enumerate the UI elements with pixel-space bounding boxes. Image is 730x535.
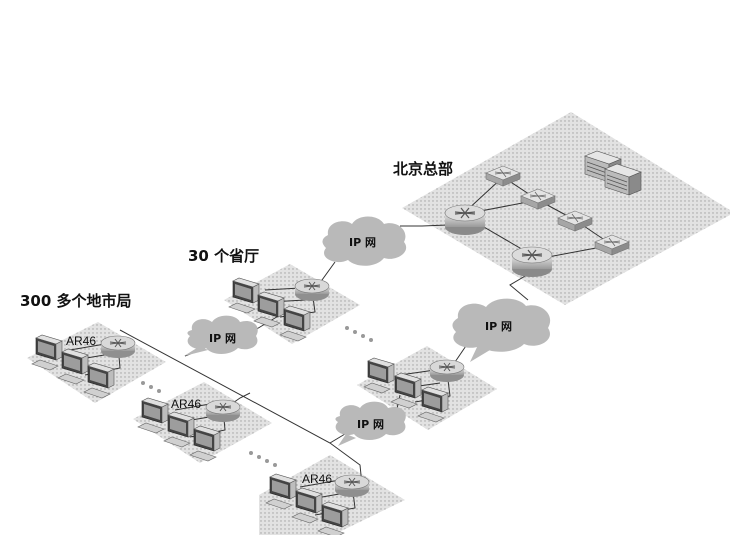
cloud-right: IP 网: [452, 298, 551, 362]
prefecture-3-router-icon: [334, 474, 370, 498]
label-provinces: 30 个省厅: [188, 247, 260, 265]
label-prefectures: 300 多个地市局: [20, 292, 132, 310]
cloud-top: IP 网: [322, 216, 407, 266]
hq-core-router-2-icon: [511, 246, 553, 278]
province-top-router-icon: [294, 278, 330, 302]
router-label-ar46: AR46: [302, 472, 333, 486]
cloud-left-label: IP 网: [209, 332, 236, 345]
label-beijing-hq: 北京总部: [393, 160, 454, 178]
ellipsis-dots: [141, 326, 373, 467]
prefecture-1-router-icon: [100, 335, 136, 359]
province-bottom-router-icon: [429, 359, 465, 383]
cloud-top-label: IP 网: [349, 236, 376, 249]
pc-icon: [317, 501, 349, 535]
prefecture-2-router-icon: [205, 399, 241, 423]
pc-icon: [189, 425, 221, 462]
cloud-left: IP 网: [184, 315, 258, 356]
platform-beijing-hq: [402, 112, 730, 305]
cloud-bottom-label: IP 网: [357, 418, 384, 431]
platform-prefecture-2: [133, 382, 272, 463]
cloud-bottom: IP 网: [335, 401, 406, 446]
hq-core-router-1-icon: [444, 204, 486, 236]
cloud-right-label: IP 网: [485, 320, 512, 333]
router-label-ar46: AR46: [171, 397, 202, 411]
router-label-ar46: AR46: [66, 334, 97, 348]
